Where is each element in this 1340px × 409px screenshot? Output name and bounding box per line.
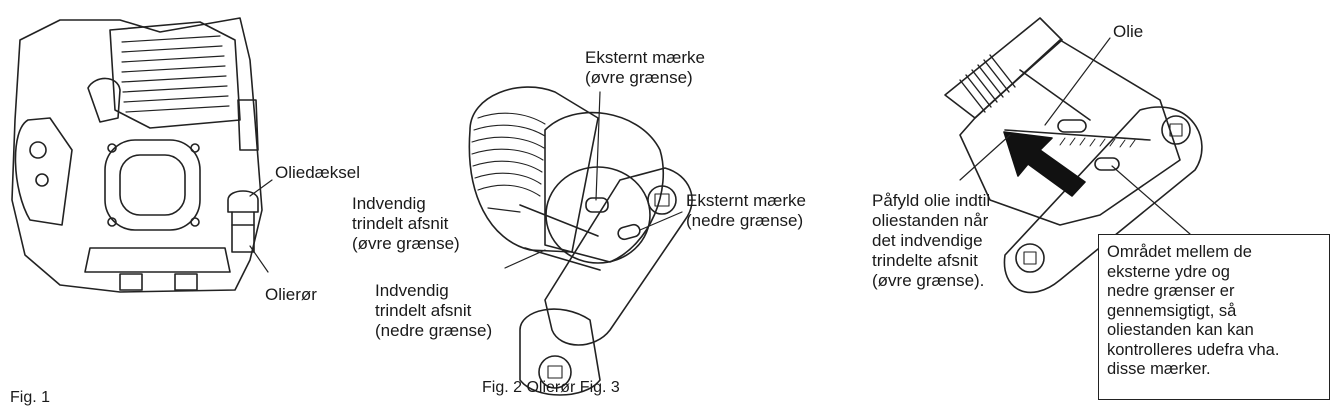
figure-2-3-caption: Fig. 2 Olierør Fig. 3 (482, 379, 620, 396)
oil-cap-label: Oliedæksel (275, 163, 361, 182)
internal-step-lower-label: Indvendig trindelt afsnit (nedre grænse) (375, 281, 493, 340)
external-mark-upper-label: Eksternt mærke (øvre grænse) (585, 48, 705, 87)
cross-section-illustration (944, 17, 1203, 294)
oil-tube-illustration (468, 86, 693, 396)
external-mark-lower-label: Eksternt mærke (nedre grænse) (686, 191, 806, 230)
oil-tube-label: Olierør (265, 285, 317, 304)
engine-illustration (11, 17, 273, 293)
internal-step-upper-label: Indvendig trindelt afsnit (øvre grænse) (352, 194, 460, 253)
transparent-area-note: Området mellem de eksterne ydre og nedre… (1098, 234, 1330, 400)
oil-label: Olie (1113, 22, 1144, 41)
fill-instruction-label: Påfyld olie indtil oliestanden når det i… (872, 191, 991, 290)
transparent-area-note-text: Området mellem de eksterne ydre og nedre… (1107, 243, 1280, 378)
figure-1-caption: Fig. 1 (10, 389, 51, 406)
